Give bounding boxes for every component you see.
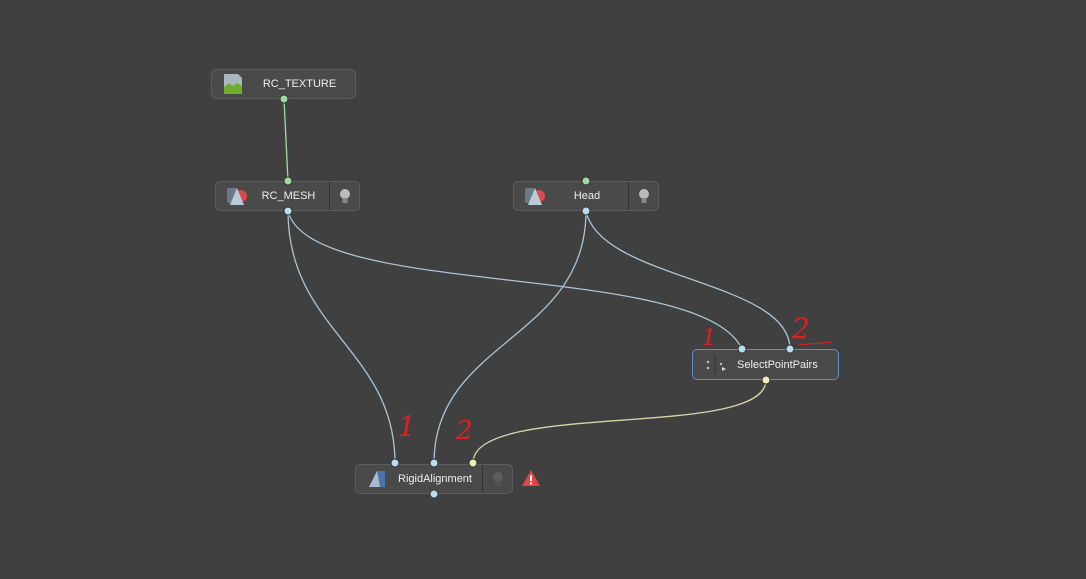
wire-head-to-rigid-2 (433, 210, 587, 464)
output-port[interactable] (283, 206, 293, 216)
visibility-toggle[interactable] (628, 182, 658, 210)
input-port[interactable] (390, 458, 400, 468)
input-port[interactable] (468, 458, 478, 468)
node-label: Head (573, 190, 601, 202)
mesh-icon (525, 188, 545, 205)
annotation-label: 2 (456, 416, 473, 446)
lightbulb-icon (339, 189, 350, 203)
visibility-toggle[interactable] (482, 465, 512, 493)
rigid-alignment-icon (369, 471, 385, 487)
annotation-underline (797, 341, 833, 346)
node-label: SelectPointPairs (737, 358, 818, 371)
input-port[interactable] (581, 176, 591, 186)
node-label: RC_MESH (261, 190, 316, 202)
point-pairs-icon (706, 355, 726, 374)
input-port[interactable] (283, 176, 293, 186)
wire-head-to-select-2 (585, 210, 791, 350)
lightbulb-icon (638, 189, 649, 203)
node-rc-texture[interactable]: RC_TEXTURE (211, 69, 356, 99)
output-port[interactable] (429, 489, 439, 499)
wire-mesh-to-select-1 (287, 210, 743, 350)
image-icon (224, 74, 242, 94)
node-rc-mesh[interactable]: RC_MESH (215, 181, 360, 211)
input-port[interactable] (785, 344, 795, 354)
output-port[interactable] (581, 206, 591, 216)
annotation-label: 1 (702, 326, 716, 351)
warning-icon[interactable] (521, 469, 541, 487)
node-head[interactable]: Head (513, 181, 659, 211)
wire-mesh-to-rigid-1 (287, 210, 396, 464)
output-port[interactable] (279, 94, 289, 104)
wire-texture-to-mesh (283, 98, 289, 182)
input-port[interactable] (429, 458, 439, 468)
node-label: RC_TEXTURE (262, 78, 337, 90)
visibility-toggle[interactable] (329, 182, 359, 210)
annotation-label: 2 (792, 312, 810, 345)
node-select-point-pairs[interactable]: SelectPointPairs (692, 349, 839, 380)
wire-select-to-rigid-3 (472, 379, 767, 464)
input-port[interactable] (737, 344, 747, 354)
output-port[interactable] (761, 375, 771, 385)
mesh-icon (227, 188, 247, 205)
annotation-label: 1 (398, 410, 416, 443)
node-label: RigidAlignment (398, 473, 472, 485)
lightbulb-icon (492, 472, 503, 486)
